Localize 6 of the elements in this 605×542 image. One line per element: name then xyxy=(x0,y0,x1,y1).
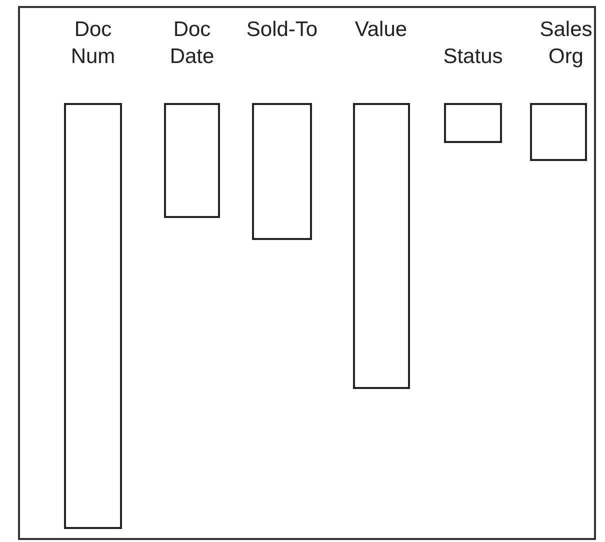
column-heading: Sales Org xyxy=(538,17,594,70)
column-heading: Value xyxy=(354,17,408,43)
column-heading: Sold-To xyxy=(245,17,319,43)
column-heading: Doc Num xyxy=(70,17,116,70)
column-heading: Doc Date xyxy=(168,17,216,70)
column-heading: Status xyxy=(442,44,504,70)
